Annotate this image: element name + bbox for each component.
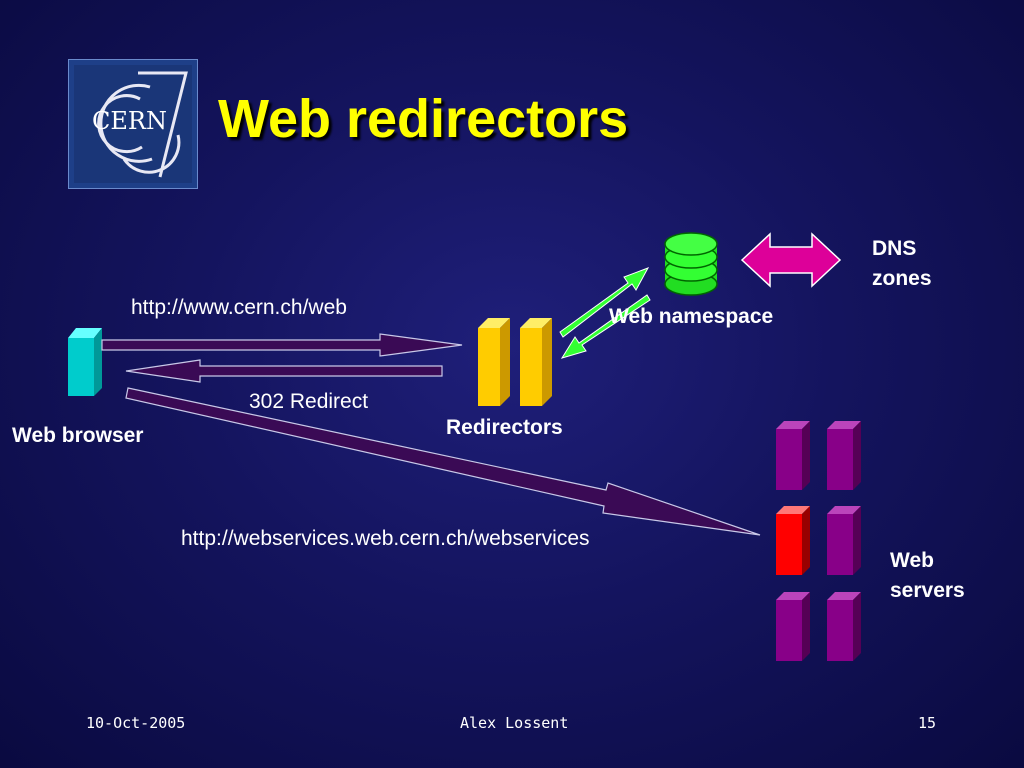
web-servers-icon (776, 421, 861, 661)
slide-title: Web redirectors (218, 89, 629, 149)
cern-logo: CERN (68, 59, 198, 189)
footer-page-number: 15 (918, 714, 937, 732)
dns-double-arrow-icon (740, 232, 842, 288)
final-url-label: http://webservices.web.cern.ch/webservic… (181, 527, 590, 550)
redirect-arrow-icon (125, 359, 443, 383)
redirectors-icon (478, 318, 552, 406)
web-namespace-label: Web namespace (609, 305, 774, 328)
dns-zones-label-line1: DNS (872, 237, 917, 260)
footer-date: 10-Oct-2005 (86, 714, 186, 732)
web-browser-icon (68, 328, 102, 396)
request-arrow-icon (101, 333, 463, 357)
web-servers-label-line1: Web (890, 549, 934, 572)
namespace-response-arrow-icon (560, 294, 651, 359)
web-browser-label: Web browser (12, 424, 144, 447)
dns-zones-label-line2: zones (872, 267, 932, 290)
web-namespace-database-icon (664, 232, 718, 296)
namespace-lookup-arrow-icon (559, 267, 650, 338)
redirect-label: 302 Redirect (249, 390, 369, 413)
web-servers-label-line2: servers (890, 579, 965, 602)
request-url-label: http://www.cern.ch/web (131, 296, 347, 319)
cern-logo-text: CERN (92, 107, 167, 135)
redirectors-label: Redirectors (446, 416, 563, 439)
final-request-arrow-icon (125, 387, 761, 536)
footer-author: Alex Lossent (460, 714, 569, 732)
